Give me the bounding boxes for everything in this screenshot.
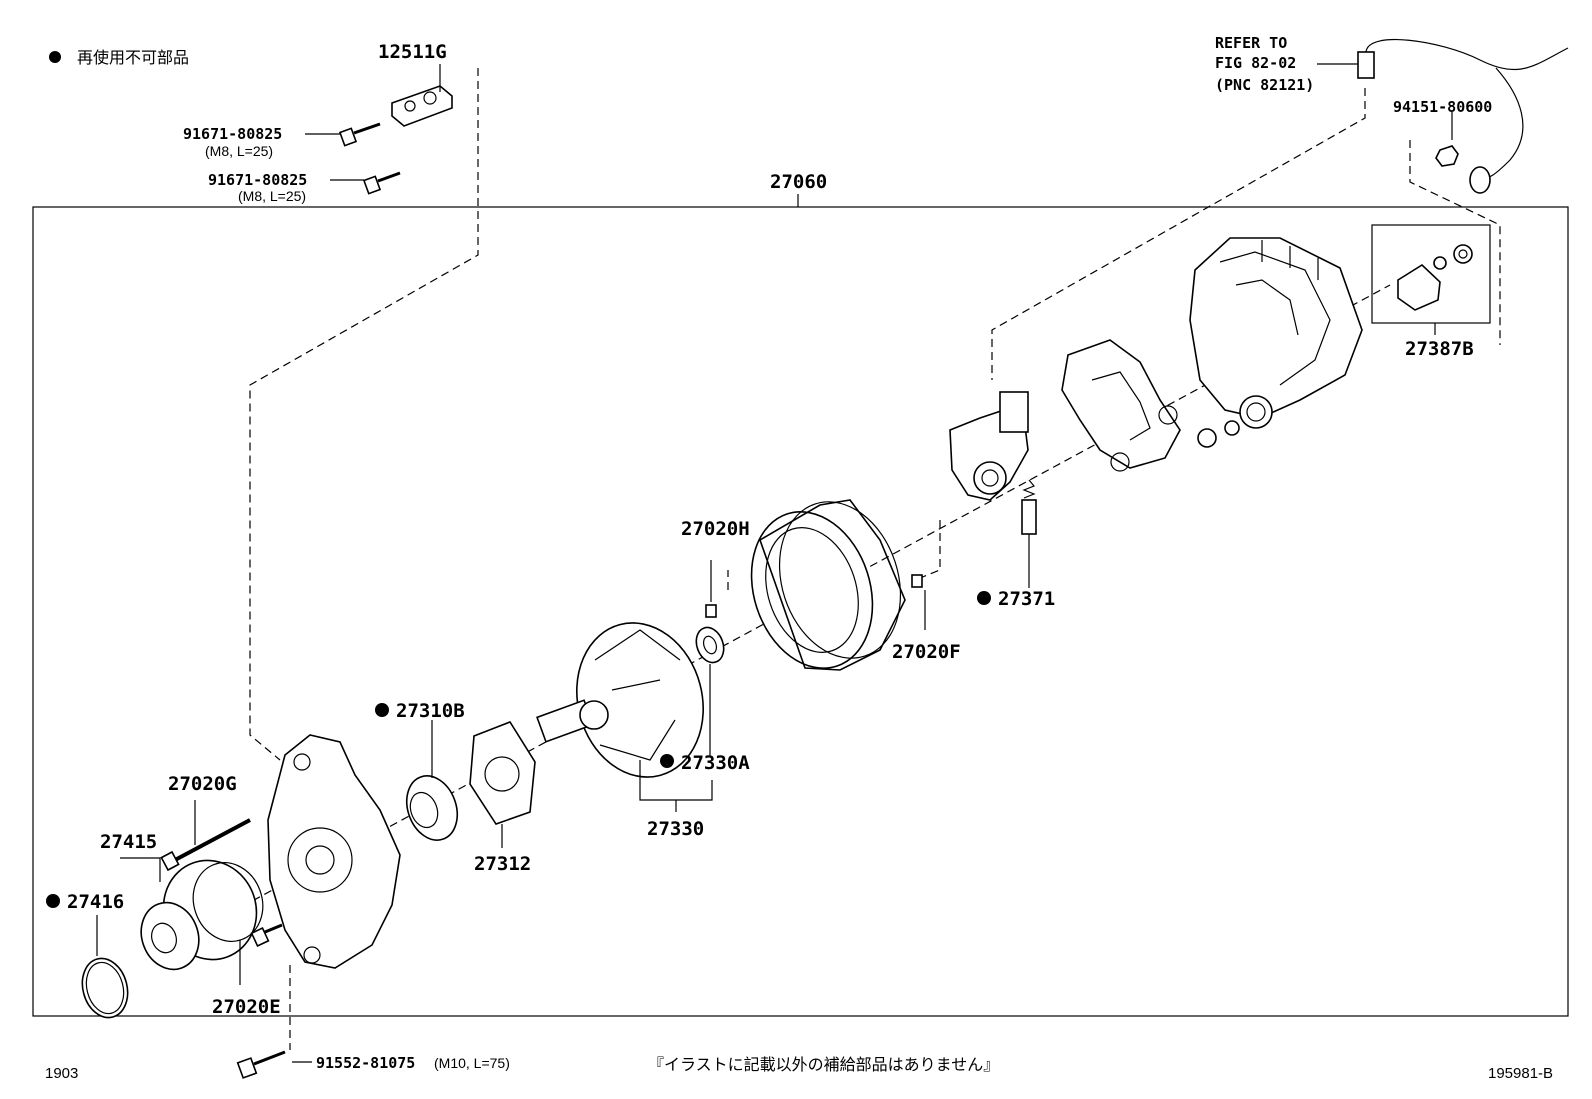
terminal-27387B[interactable]: 27387B (1371, 224, 1491, 360)
assembly-frame (32, 206, 1569, 1017)
legend-text: 再使用不可部品 (77, 48, 189, 67)
label-27020G[interactable]: 27020G (168, 773, 237, 795)
assembly-label[interactable]: 27060 (770, 171, 827, 193)
spec-bolt-91552-81075: (M10, L=75) (434, 1055, 510, 1071)
footer-right-code: 195981-B (1488, 1065, 1553, 1082)
wire-harness (1357, 38, 1569, 194)
label-27330[interactable]: 27330 (647, 818, 704, 840)
cap-27416[interactable]: 27416 (46, 891, 134, 1023)
legend-bullet-icon (49, 51, 61, 63)
screw-27020H[interactable]: 27020H (681, 518, 750, 618)
footer-left-code: 1903 (45, 1065, 78, 1082)
label-27416[interactable]: 27416 (67, 891, 124, 913)
label-27415[interactable]: 27415 (100, 831, 157, 853)
label-27020E[interactable]: 27020E (212, 996, 281, 1018)
bolt-27020G[interactable]: 27020G (160, 773, 251, 872)
label-94151-80600[interactable]: 94151-80600 (1393, 98, 1492, 116)
label-27371[interactable]: 27371 (998, 588, 1055, 610)
refer-line-2: FIG 82-02 (1215, 54, 1296, 72)
refer-note: REFER TO FIG 82-02 (PNC 82121) (1215, 34, 1358, 94)
bolt-91671-2[interactable]: 91671-80825 (M8, L=25) (208, 171, 401, 204)
rotor: 27330A 27330 (536, 622, 750, 840)
pulley-27415[interactable]: 27415 (100, 831, 274, 978)
label-27020F[interactable]: 27020F (892, 641, 961, 663)
label-bolt-91671-1[interactable]: 91671-80825 (183, 125, 282, 143)
stator (750, 499, 906, 671)
bearing-27310B[interactable]: 27310B (375, 700, 466, 847)
nut-94151-80600[interactable]: 94151-80600 (1393, 98, 1492, 167)
plate-27312[interactable]: 27312 (469, 721, 536, 875)
footer-note: 『イラストに記載以外の補給部品はありません』 (648, 1055, 999, 1074)
bolt-91671-1[interactable]: 91671-80825 (M8, L=25) (183, 122, 381, 159)
bolt-91552-81075[interactable]: 91552-81075 (M10, L=75) (236, 1050, 510, 1079)
guide-lines (229, 68, 1501, 1050)
spec-bolt-91671-1: (M8, L=25) (205, 143, 273, 159)
refer-line-3: (PNC 82121) (1215, 76, 1314, 94)
rear-housing (1189, 237, 1363, 429)
label-27387B[interactable]: 27387B (1405, 338, 1474, 360)
label-27020H[interactable]: 27020H (681, 518, 750, 540)
screw-27020F[interactable]: 27020F (892, 574, 961, 663)
brush-27371[interactable]: 27371 (977, 479, 1055, 610)
front-housing (267, 734, 401, 969)
label-27330A[interactable]: 27330A (681, 752, 750, 774)
bracket-12511G[interactable]: 12511G (378, 41, 453, 127)
label-27310B[interactable]: 27310B (396, 700, 465, 722)
label-27312[interactable]: 27312 (474, 853, 531, 875)
screw-27020E[interactable]: 27020E (212, 923, 283, 1018)
refer-line-1: REFER TO (1215, 34, 1287, 52)
regulator (949, 391, 1029, 501)
label-bolt-91671-2[interactable]: 91671-80825 (208, 171, 307, 189)
rectifier (1061, 339, 1240, 472)
legend: 再使用不可部品 (49, 48, 189, 67)
label-bolt-91552-81075[interactable]: 91552-81075 (316, 1054, 415, 1072)
label-12511G[interactable]: 12511G (378, 41, 447, 63)
spec-bolt-91671-2: (M8, L=25) (238, 188, 306, 204)
